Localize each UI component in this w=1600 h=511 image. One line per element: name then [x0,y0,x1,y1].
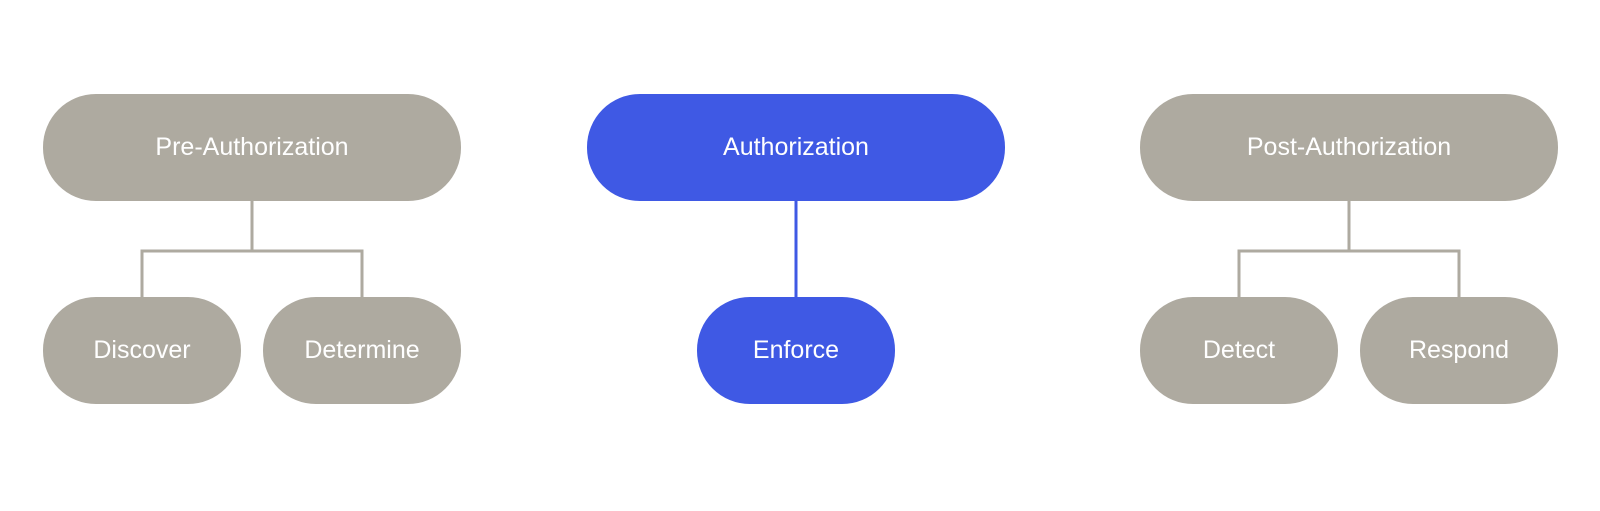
detect-node: Detect [1140,297,1338,404]
pre-authorization-label: Pre-Authorization [155,133,349,161]
post-authorization-connector [1237,201,1461,297]
authorization-label: Authorization [723,133,869,161]
post-authorization-label: Post-Authorization [1246,133,1452,161]
enforce-label: Enforce [752,336,840,364]
discover-node: Discover [43,297,241,404]
authorization-node: Authorization [587,94,1005,201]
post-authorization-node: Post-Authorization [1140,94,1558,201]
enforce-node: Enforce [697,297,895,404]
pre-authorization-connector [140,201,364,297]
determine-label: Determine [304,336,420,364]
discover-label: Discover [93,336,191,364]
detect-label: Detect [1202,336,1276,364]
pre-authorization-node: Pre-Authorization [43,94,461,201]
respond-node: Respond [1360,297,1558,404]
determine-node: Determine [263,297,461,404]
respond-label: Respond [1408,336,1510,364]
